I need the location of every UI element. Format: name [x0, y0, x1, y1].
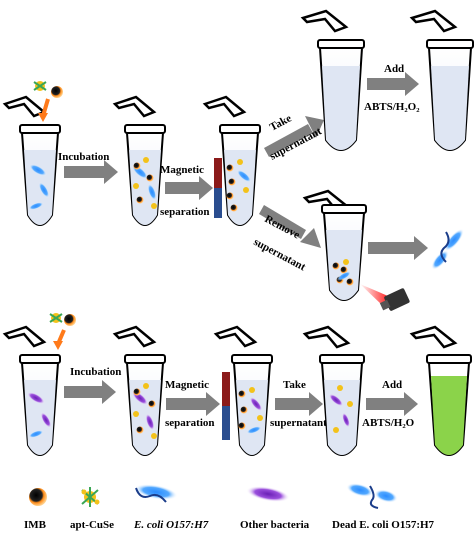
tube-bottom-1 [2, 325, 61, 456]
arrow-add-bottom: Add ABTS/H₂O [362, 379, 418, 429]
label-abts-bottom: ABTS/H₂O [362, 417, 415, 429]
reagents-drop-bottom [49, 313, 76, 350]
tube-bottom-2 [112, 325, 166, 456]
arrow-to-dead [368, 236, 428, 260]
tube-bottom-3 [213, 325, 273, 456]
label-take-bottom: Take [283, 379, 306, 391]
label-supernatant-bottom: supernatant [270, 417, 327, 429]
arrow-magnetic-top: Magnetic separation [160, 164, 213, 218]
label-magnetic-top-1: Magnetic [160, 164, 204, 176]
ecoli-icon [28, 202, 44, 210]
label-remove-supernatant: supernatant [252, 236, 308, 273]
legend-ecoli-icon [134, 484, 178, 503]
tube-middle [302, 189, 367, 301]
arrow-incubation-top: Incubation [58, 151, 118, 184]
arrow-take-supernatant-top: Take supernatant [264, 112, 324, 163]
arrow-magnetic-bottom: Magnetic separation [165, 379, 220, 429]
ecoli-icon [38, 182, 50, 198]
label-magnetic-bottom-2: separation [165, 417, 215, 429]
legend-other-bacteria-icon [246, 486, 290, 502]
green-solution [431, 376, 467, 455]
label-incubation-bottom: Incubation [70, 366, 121, 378]
legend-ecoli-label: E. coli O157:H7 [133, 519, 209, 531]
reagents-drop-top [33, 81, 63, 122]
legend-other-label: Other bacteria [240, 519, 310, 531]
legend-dead-label: Dead E. coli O157:H7 [332, 519, 435, 531]
tube-bottom-5 [409, 325, 472, 456]
label-add-top: Add [384, 63, 404, 75]
label-incubation-top: Incubation [58, 151, 109, 163]
legend-imb-label: IMB [24, 519, 47, 531]
arrow-take-supernatant-bottom: Take supernatant [270, 379, 327, 429]
legend-apt-label: apt-CuSe [70, 519, 114, 531]
label-take-top: Take [268, 112, 294, 133]
legend-apt-cuse-icon [81, 487, 100, 507]
legend-dead-ecoli-icon [346, 483, 398, 509]
arrow-incubation-bottom: Incubation [64, 366, 121, 404]
magnet-bottom [222, 372, 230, 440]
imb-icon [51, 86, 63, 98]
label-add-bottom: Add [382, 379, 402, 391]
tube-bottom-4 [302, 325, 365, 456]
tube-top-4 [300, 9, 365, 151]
tube-top-1 [2, 95, 61, 226]
label-magnetic-top-2: separation [160, 206, 210, 218]
tube-top-2 [112, 95, 166, 226]
ecoli-icon [29, 163, 47, 177]
laser-icon [360, 284, 410, 311]
legend: IMB apt-CuSe E. coli O157:H7 Other bacte… [24, 483, 435, 531]
label-abts-top: ABTS/H₂O₂ [364, 101, 420, 113]
tube-top-3 [202, 95, 261, 226]
arrow-remove-supernatant: Remove supernatant [252, 205, 321, 273]
arrow-add-top: Add ABTS/H₂O₂ [364, 63, 420, 113]
legend-imb-icon [29, 488, 47, 506]
label-magnetic-bottom-1: Magnetic [165, 379, 209, 391]
dead-ecoli-icon-result [431, 228, 464, 270]
magnet-top [214, 158, 222, 218]
tube-top-5 [409, 9, 474, 151]
